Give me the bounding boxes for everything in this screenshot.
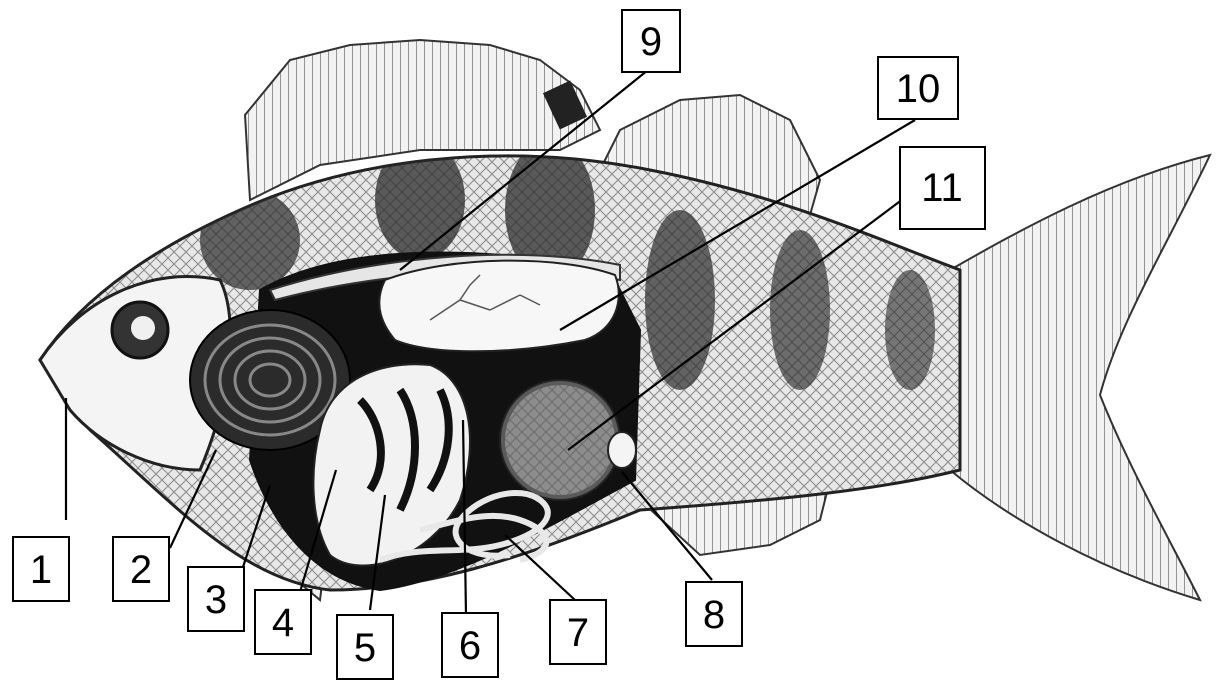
label-9: 9 xyxy=(622,10,680,72)
label-4: 4 xyxy=(255,590,311,654)
svg-text:9: 9 xyxy=(640,20,662,64)
label-6: 6 xyxy=(442,613,498,677)
pupil xyxy=(131,316,155,340)
svg-text:4: 4 xyxy=(272,601,294,645)
label-10: 10 xyxy=(878,57,958,119)
svg-text:8: 8 xyxy=(703,593,725,637)
gonad-texture xyxy=(505,385,615,495)
label-1: 1 xyxy=(13,537,69,601)
urinary-bladder xyxy=(608,432,636,468)
svg-text:2: 2 xyxy=(130,548,152,592)
svg-text:7: 7 xyxy=(567,611,589,655)
svg-text:5: 5 xyxy=(354,626,376,670)
svg-text:11: 11 xyxy=(921,166,963,210)
svg-text:10: 10 xyxy=(896,67,941,111)
label-11: 11 xyxy=(900,147,985,229)
label-3: 3 xyxy=(188,567,244,631)
svg-text:3: 3 xyxy=(205,578,227,622)
svg-text:1: 1 xyxy=(30,548,52,592)
label-2: 2 xyxy=(113,537,169,601)
caudal-fin xyxy=(950,155,1210,600)
svg-text:6: 6 xyxy=(459,624,481,668)
label-5: 5 xyxy=(337,615,393,679)
label-8: 8 xyxy=(686,582,742,646)
label-7: 7 xyxy=(550,600,606,664)
